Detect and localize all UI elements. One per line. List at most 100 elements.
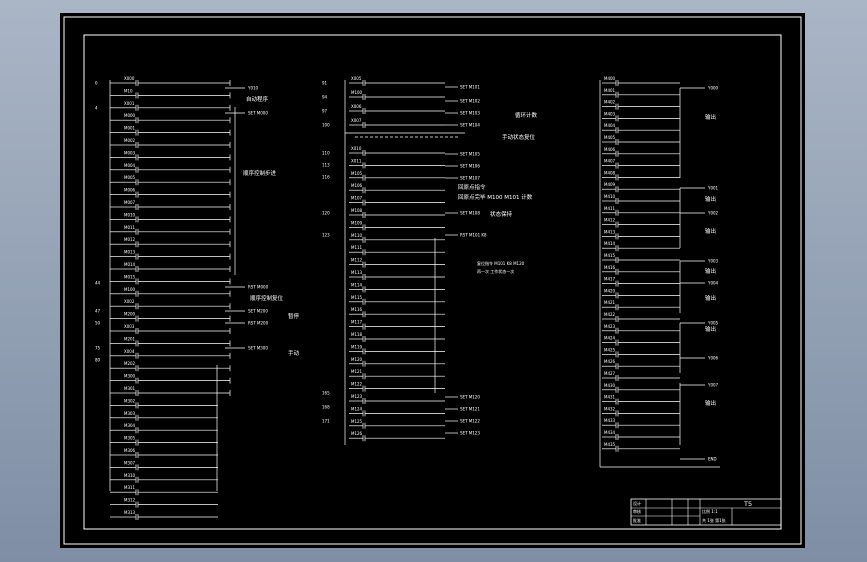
rung-address: 91 <box>322 81 328 86</box>
coil-label: Y005 <box>707 321 719 326</box>
comment-text: 状态保持 <box>490 210 513 218</box>
comment-text: 输出 <box>705 227 716 235</box>
contact-label: M100 <box>351 90 363 95</box>
contact-label: M423 <box>604 324 616 329</box>
contact-label: M302 <box>124 398 136 403</box>
contact-label: X005 <box>351 76 362 81</box>
contact-label: M106 <box>351 183 363 188</box>
contact-label: M435 <box>604 442 616 447</box>
coil-label: SET M101 <box>460 85 480 90</box>
contact-label: M434 <box>604 430 616 435</box>
contact-label: M307 <box>124 460 136 465</box>
rung-address: 75 <box>95 346 101 351</box>
contact-label: M100 <box>124 287 136 292</box>
comment-text: 顺序控制步进 <box>243 169 277 177</box>
contact-label: X003 <box>124 324 135 329</box>
contact-label: M414 <box>604 241 616 246</box>
contact-label: X011 <box>351 158 362 163</box>
contact-label: M005 <box>124 175 136 180</box>
contact-label: M424 <box>604 336 616 341</box>
contact-label: M407 <box>604 159 616 164</box>
contact-label: M411 <box>604 206 616 211</box>
contact-label: M105 <box>351 171 363 176</box>
comment-text: 自动程序 <box>246 95 269 103</box>
sheet-outer-border <box>63 16 802 545</box>
rung-address: 47 <box>95 309 101 314</box>
comment-text: 暂停 <box>288 312 300 320</box>
coil-label: Y004 <box>707 281 719 286</box>
contact-label: M013 <box>124 250 136 255</box>
rung-address: 4 <box>95 106 98 111</box>
coil-label: SET M107 <box>460 176 480 181</box>
rung-address: 113 <box>322 163 330 168</box>
ladder-diagram-drawing: X000M10X001M000M001M002M003M004M005M006M… <box>63 16 802 545</box>
coil-label: SET M120 <box>460 395 480 400</box>
contact-label: M200 <box>124 312 136 317</box>
comment-text: 回原点指令 <box>458 183 486 191</box>
contact-label: M417 <box>604 277 616 282</box>
contact-label: M201 <box>124 336 136 341</box>
contact-label: M425 <box>604 347 616 352</box>
contact-label: M312 <box>124 498 136 503</box>
contact-label: M002 <box>124 138 136 143</box>
coil-label: SET M122 <box>460 419 480 424</box>
comment-text: 输出 <box>705 113 716 121</box>
contact-label: M432 <box>604 406 616 411</box>
contact-label: M420 <box>604 288 616 293</box>
coil-label: SET M121 <box>460 407 480 412</box>
contact-label: M011 <box>124 225 136 230</box>
title-cell-approver: 批准 <box>633 517 641 523</box>
contact-label: M112 <box>351 258 363 263</box>
contact-label: M426 <box>604 359 616 364</box>
coil-label: RST M200 <box>248 321 269 326</box>
contact-label: X004 <box>124 349 135 354</box>
comment-text: 输出 <box>705 195 716 203</box>
contact-label: M10 <box>124 88 133 93</box>
coil-label: RST M000 <box>248 285 269 290</box>
contact-label: M010 <box>124 212 136 217</box>
drawing-name: T5 <box>743 500 752 508</box>
sheet-inner-border <box>83 34 782 530</box>
contact-label: M413 <box>604 229 616 234</box>
rung-address: 50 <box>95 321 101 326</box>
title-cell-checker: 审核 <box>633 508 641 514</box>
rung-address: 120 <box>322 211 330 216</box>
coil-label: Y007 <box>707 383 719 388</box>
contact-label: M006 <box>124 188 136 193</box>
contact-label: M408 <box>604 170 616 175</box>
contact-label: M115 <box>351 295 363 300</box>
contact-label: X002 <box>124 299 135 304</box>
contact-label: M311 <box>124 485 136 490</box>
contact-label: M430 <box>604 383 616 388</box>
coil-label: SET M123 <box>460 431 480 436</box>
rung-address: 0 <box>95 81 98 86</box>
contact-label: M431 <box>604 395 616 400</box>
contact-label: M123 <box>351 394 363 399</box>
title-cell-designer: 设计 <box>633 500 641 506</box>
contact-label: M114 <box>351 282 363 287</box>
contact-label: M412 <box>604 218 616 223</box>
contact-label: M107 <box>351 196 363 201</box>
ladder-column-1: X000M10X001M000M001M002M003M004M005M006M… <box>95 76 300 520</box>
coil-label: SET M300 <box>248 346 268 351</box>
contact-label: M109 <box>351 220 363 225</box>
coil-label: SET M103 <box>460 111 480 116</box>
comment-text: 循环计数 <box>515 111 538 119</box>
contact-label: M113 <box>351 270 363 275</box>
contact-label: X000 <box>124 76 135 81</box>
contact-label: X006 <box>351 104 362 109</box>
comment-text: 输出 <box>705 325 716 333</box>
contact-label: M401 <box>604 88 616 93</box>
coil-label: SET M108 <box>460 211 480 216</box>
coil-label: SET M104 <box>460 123 480 128</box>
coil-label: SET M105 <box>460 152 480 157</box>
coil-label: Y010 <box>247 86 259 91</box>
contact-label: X001 <box>124 101 135 106</box>
contact-label: M313 <box>124 510 136 515</box>
contact-label: M125 <box>351 419 363 424</box>
contact-label: M119 <box>351 344 363 349</box>
title-cell-sheet: 共 1张 第1张 <box>702 517 726 523</box>
coil-label: Y006 <box>707 356 719 361</box>
contact-label: M004 <box>124 163 136 168</box>
